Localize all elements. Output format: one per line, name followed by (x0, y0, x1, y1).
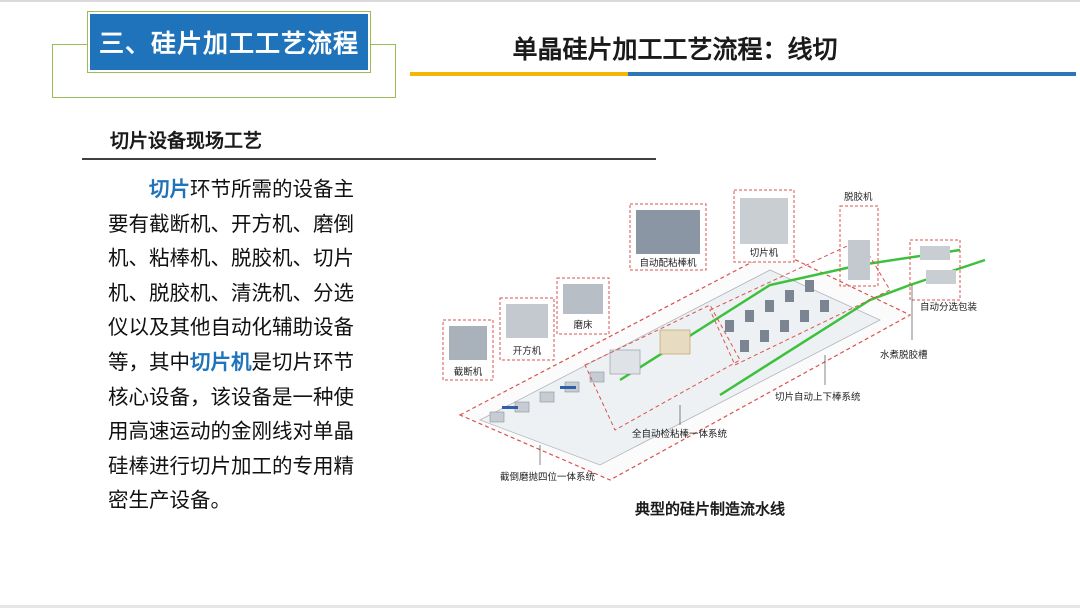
label-squarer: 开方机 (513, 345, 542, 357)
slicer-area-outline (709, 239, 891, 366)
production-line-diagram: 截断机 开方机 磨床 自动配粘棒机 切片机 脱胶机 自动分选包装 水煮脱胶槽 切… (442, 189, 986, 483)
label-auto-loader: 切片自动上下棒系统 (775, 391, 861, 403)
highlight-term: 切片机 (190, 349, 252, 374)
subheading: 切片设备现场工艺 (110, 130, 263, 152)
body-text-run: 仪以及其他自动化辅助设备 (108, 315, 354, 340)
subheading-rule (82, 158, 656, 160)
label-degum: 脱胶机 (844, 191, 873, 203)
glue-area-outline (584, 304, 741, 431)
body-line: 机、粘棒机、脱胶机、切片 (108, 241, 382, 276)
label-truncator: 截断机 (454, 366, 483, 378)
body-text-run: 机、粘棒机、脱胶机、切片 (108, 246, 354, 271)
body-line: 切片环节所需的设备主 (108, 172, 382, 207)
body-line: 要有截断机、开方机、磨倒 (108, 207, 382, 242)
body-line: 等，其中切片机是切片环节 (108, 345, 382, 380)
body-line: 机、脱胶机、清洗机、分选 (108, 276, 382, 311)
body-line: 用高速运动的金刚线对单晶 (108, 414, 382, 449)
slicer-array (725, 280, 829, 352)
degum-area: 脱胶机 (839, 191, 879, 287)
slicer-callout: 切片机 (733, 189, 795, 263)
squarer-callout: 开方机 (499, 297, 555, 361)
page-title: 单晶硅片加工工艺流程：线切 (512, 35, 838, 64)
body-line: 仪以及其他自动化辅助设备 (108, 310, 382, 345)
label-water-degum: 水煮脱胶槽 (880, 349, 928, 361)
sort-area: 自动分选包装 (909, 239, 978, 313)
label-grind-system: 截倒磨抛四位一体系统 (500, 471, 596, 483)
line-base (479, 269, 881, 466)
body-text-run: 要有截断机、开方机、磨倒 (108, 211, 354, 236)
grinder-callout: 磨床 (556, 277, 610, 335)
body-text-run: 环节所需的设备主 (190, 177, 354, 201)
body-text-run: 等，其中 (108, 349, 190, 374)
body-line: 硅棒进行切片加工的专用精 (108, 449, 382, 484)
label-auto-sort: 自动分选包装 (920, 301, 978, 313)
body-text-run: 硅棒进行切片加工的专用精 (108, 453, 354, 478)
body-line: 密生产设备。 (108, 483, 382, 518)
body-line: 核心设备，该设备是一种使 (108, 380, 382, 415)
title-underline-blue (628, 72, 1076, 76)
front-machines (489, 329, 691, 423)
body-text-run: 核心设备，该设备是一种使 (108, 384, 354, 409)
label-slicer: 切片机 (750, 247, 779, 259)
body-text-run: 机、脱胶机、清洗机、分选 (108, 280, 354, 305)
body-text-run: 是切片环节 (251, 349, 355, 374)
label-glue-system: 全自动检粘棒一体系统 (632, 428, 728, 440)
label-auto-glue: 自动配粘棒机 (639, 257, 697, 269)
body-text-run: 用高速运动的金刚线对单晶 (108, 419, 354, 444)
title-underline-gold (410, 72, 628, 76)
body-text-run: 密生产设备。 (108, 488, 231, 513)
highlight-term: 切片 (149, 177, 190, 201)
body-paragraph: 切片环节所需的设备主要有截断机、开方机、磨倒机、粘棒机、脱胶机、切片机、脱胶机、… (108, 172, 382, 518)
section-title: 三、硅片加工工艺流程 (88, 12, 370, 72)
auto-glue-callout: 自动配粘棒机 (629, 203, 707, 271)
body-text-run (108, 177, 149, 201)
truncator-callout: 截断机 (442, 319, 494, 381)
label-grinder: 磨床 (573, 319, 593, 331)
diagram-caption: 典型的硅片制造流水线 (634, 500, 785, 518)
